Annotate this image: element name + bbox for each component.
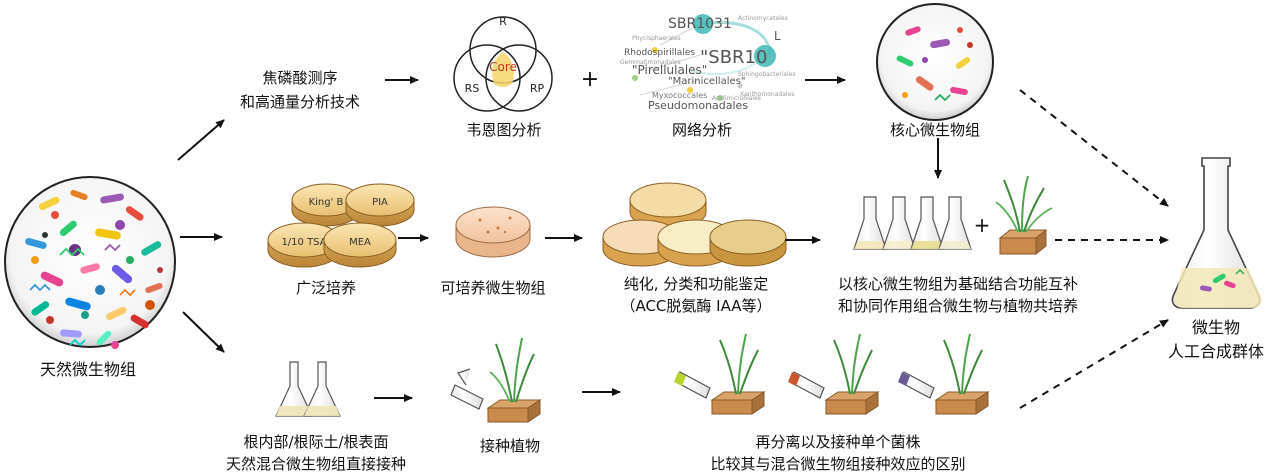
network-node-tiny-1: Actinomycetales bbox=[738, 15, 788, 22]
coculture-flasks bbox=[853, 196, 972, 250]
venn-set-rs: RS bbox=[465, 82, 480, 95]
network-node-rhodospirillales: Rhodospirillales bbox=[624, 48, 695, 58]
dashed-arrow-reisolate-to-synthetic bbox=[1019, 319, 1169, 409]
synthetic-line2: 人工合成群体 bbox=[1167, 342, 1265, 361]
purification-plates bbox=[602, 182, 787, 267]
inoculate-plant bbox=[450, 337, 542, 423]
direct-line1: 根内部/根际土/根表面 bbox=[243, 433, 389, 451]
plate-label-pia: PIA bbox=[372, 197, 388, 208]
purification-line1: 纯化, 分类和功能鉴定 bbox=[623, 275, 769, 293]
plate-mea: MEA bbox=[323, 222, 397, 268]
broad-culture-plates: King' B PIA 1/10 TSA MEA bbox=[267, 183, 415, 268]
venn-label: 韦恩图分析 bbox=[466, 121, 542, 139]
network-node-tiny-5: Xanthomonadales bbox=[740, 91, 794, 98]
plus-sign-network: + bbox=[581, 67, 599, 92]
network-node-pseudomonadales: Pseudomonadales bbox=[648, 99, 748, 112]
sequencing-line2: 和高通量分析技术 bbox=[239, 93, 361, 111]
plate-pia: PIA bbox=[345, 183, 415, 227]
network-node-l: L bbox=[774, 29, 781, 43]
reisolate-plant-green bbox=[674, 333, 766, 415]
culturable-plate bbox=[455, 206, 531, 258]
network-node-tiny-6: Gemmatimonadales bbox=[620, 59, 681, 66]
natural-microbiome-dish bbox=[4, 176, 176, 349]
synthetic-community-flask bbox=[1171, 157, 1262, 309]
network-node-myxococcales: Myxococcales bbox=[652, 91, 707, 100]
purification-line2: （ACC脱氨酶 IAA等） bbox=[620, 297, 772, 315]
coculture-line2: 和协同作用组合微生物与植物共培养 bbox=[837, 297, 1079, 315]
network-graph: SBR1031 "SBR10 "Pirellulales" "Marinicel… bbox=[620, 14, 796, 112]
venn-core: Core bbox=[489, 60, 517, 74]
network-node-tiny-2: Phycisphaerales bbox=[632, 35, 681, 42]
reisolate-line1: 再分离以及接种单个菌株 bbox=[755, 433, 921, 451]
dashed-arrow-core-to-synthetic bbox=[1019, 89, 1169, 207]
culturable-label: 可培养微生物组 bbox=[440, 279, 546, 297]
core-microbiome-label: 核心微生物组 bbox=[889, 121, 981, 139]
network-node-sbr1031: SBR1031 bbox=[668, 16, 732, 32]
network-node-tiny-4: Sphingobacteriales bbox=[738, 71, 796, 78]
arrow-to-sequencing bbox=[177, 119, 225, 161]
plate-label-mea: MEA bbox=[349, 237, 371, 248]
synthetic-line1: 微生物 bbox=[1191, 318, 1241, 337]
microbe-cluster bbox=[25, 189, 163, 349]
plate-kingsb: King' B bbox=[291, 183, 361, 227]
venn-set-rp: RP bbox=[530, 82, 545, 95]
arrow-to-direct bbox=[182, 311, 225, 353]
reisolate-plant-orange bbox=[788, 333, 880, 415]
network-node-marinicellales: "Marinicellales" bbox=[668, 76, 745, 87]
reisolate-plant-purple bbox=[898, 333, 990, 415]
plate-tsa: 1/10 TSA bbox=[267, 222, 341, 268]
network-label: 网络分析 bbox=[671, 121, 733, 139]
direct-flasks bbox=[275, 361, 341, 417]
direct-line2: 天然混合微生物组直接接种 bbox=[225, 455, 407, 473]
reisolate-line2: 比较其与混合微生物组接种效应的区别 bbox=[710, 455, 966, 473]
venn-diagram: R RS RP Core bbox=[453, 15, 553, 112]
inoculate-label: 接种植物 bbox=[479, 437, 541, 455]
coculture-line1: 以核心微生物组为基础结合功能互补 bbox=[837, 275, 1079, 293]
plate-label-kingsb: King' B bbox=[309, 197, 344, 208]
sequencing-line1: 焦磷酸测序 bbox=[262, 69, 338, 87]
network-node-pirellulales: "Pirellulales" bbox=[632, 63, 707, 77]
plus-sign-plant: + bbox=[974, 213, 991, 237]
plate-label-tsa: 1/10 TSA bbox=[281, 237, 326, 248]
venn-set-r: R bbox=[499, 15, 507, 28]
core-microbiome-dish bbox=[876, 3, 994, 121]
network-node-sbr10: "SBR10 bbox=[700, 47, 767, 68]
network-node-tiny-3: Acidimicrobiales bbox=[712, 95, 761, 102]
broad-culture-label: 广泛培养 bbox=[295, 279, 357, 297]
natural-microbiome-label: 天然微生物组 bbox=[39, 360, 137, 379]
coculture-plant bbox=[995, 175, 1053, 256]
